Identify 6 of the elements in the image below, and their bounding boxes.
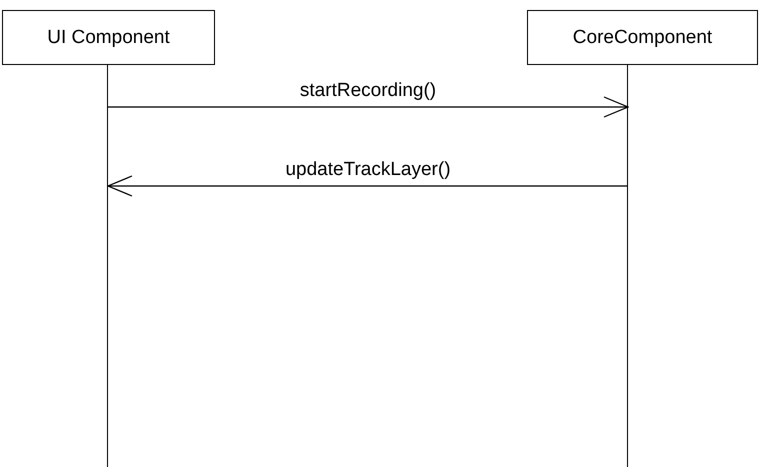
message-label: startRecording()	[300, 80, 436, 102]
message-arrow	[107, 175, 628, 197]
lifeline-head-box: UI Component	[2, 10, 215, 65]
message-arrow	[108, 96, 629, 118]
lifeline-head-box: CoreComponent	[527, 10, 758, 65]
message-label: updateTrackLayer()	[285, 159, 451, 181]
